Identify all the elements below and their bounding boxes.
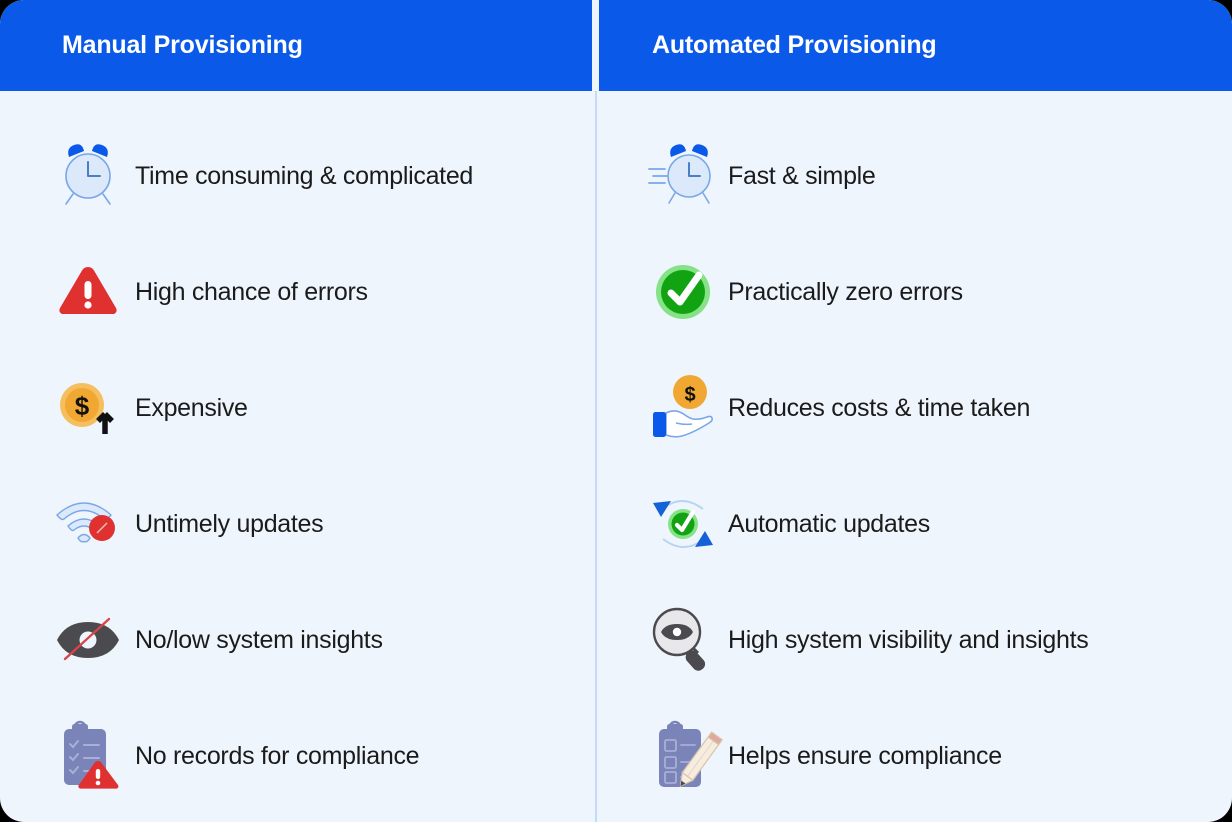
list-item: $ Expensive xyxy=(41,350,596,466)
header-manual: Manual Provisioning xyxy=(0,0,592,91)
list-item-label: No records for compliance xyxy=(135,741,420,770)
hand-coin-icon: $ xyxy=(637,368,728,448)
list-item-label: Automatic updates xyxy=(728,509,930,538)
list-item: Untimely updates xyxy=(41,466,596,582)
list-item-label: Reduces costs & time taken xyxy=(728,393,1031,422)
list-item: High chance of errors xyxy=(41,234,596,350)
column-automated: Fast & simple Practically zero errors xyxy=(596,91,1232,822)
sync-check-icon xyxy=(637,484,728,564)
list-item-label: Practically zero errors xyxy=(728,277,963,306)
list-item-label: High system visibility and insights xyxy=(728,625,1089,654)
list-item: Fast & simple xyxy=(637,118,1232,234)
fast-alarm-clock-icon xyxy=(637,136,728,216)
list-item-label: High chance of errors xyxy=(135,277,368,306)
clipboard-warning-icon xyxy=(41,716,135,796)
column-divider xyxy=(595,91,597,822)
list-item-label: Expensive xyxy=(135,393,248,422)
list-item: High system visibility and insights xyxy=(637,582,1232,698)
header-manual-title: Manual Provisioning xyxy=(62,31,303,59)
list-item-label: Fast & simple xyxy=(728,161,876,190)
eye-slash-icon xyxy=(41,600,135,680)
list-item: No/low system insights xyxy=(41,582,596,698)
list-item-label: Helps ensure compliance xyxy=(728,741,1002,770)
list-item: Helps ensure compliance xyxy=(637,698,1232,814)
list-item: No records for compliance xyxy=(41,698,596,814)
list-item: Time consuming & complicated xyxy=(41,118,596,234)
svg-text:$: $ xyxy=(75,391,90,421)
header-automated-title: Automated Provisioning xyxy=(652,31,937,59)
header-gap xyxy=(592,0,599,91)
magnifier-eye-icon xyxy=(637,600,728,680)
columns-container: Time consuming & complicated High chance… xyxy=(0,91,1232,822)
list-item: $ Reduces costs & time taken xyxy=(637,350,1232,466)
warning-triangle-icon xyxy=(41,252,135,332)
clipboard-pencil-icon xyxy=(637,716,728,796)
svg-text:$: $ xyxy=(684,384,695,406)
coin-up-arrow-icon: $ xyxy=(41,368,135,448)
header-automated: Automated Provisioning xyxy=(599,0,1232,91)
list-item: Automatic updates xyxy=(637,466,1232,582)
column-manual: Time consuming & complicated High chance… xyxy=(0,91,596,822)
list-item-label: Untimely updates xyxy=(135,509,324,538)
list-item-label: No/low system insights xyxy=(135,625,383,654)
list-item: Practically zero errors xyxy=(637,234,1232,350)
header-row: Manual Provisioning Automated Provisioni… xyxy=(0,0,1232,91)
alarm-clock-icon xyxy=(41,136,135,216)
wifi-error-icon xyxy=(41,484,135,564)
list-item-label: Time consuming & complicated xyxy=(135,161,474,190)
green-check-circle-icon xyxy=(637,252,728,332)
